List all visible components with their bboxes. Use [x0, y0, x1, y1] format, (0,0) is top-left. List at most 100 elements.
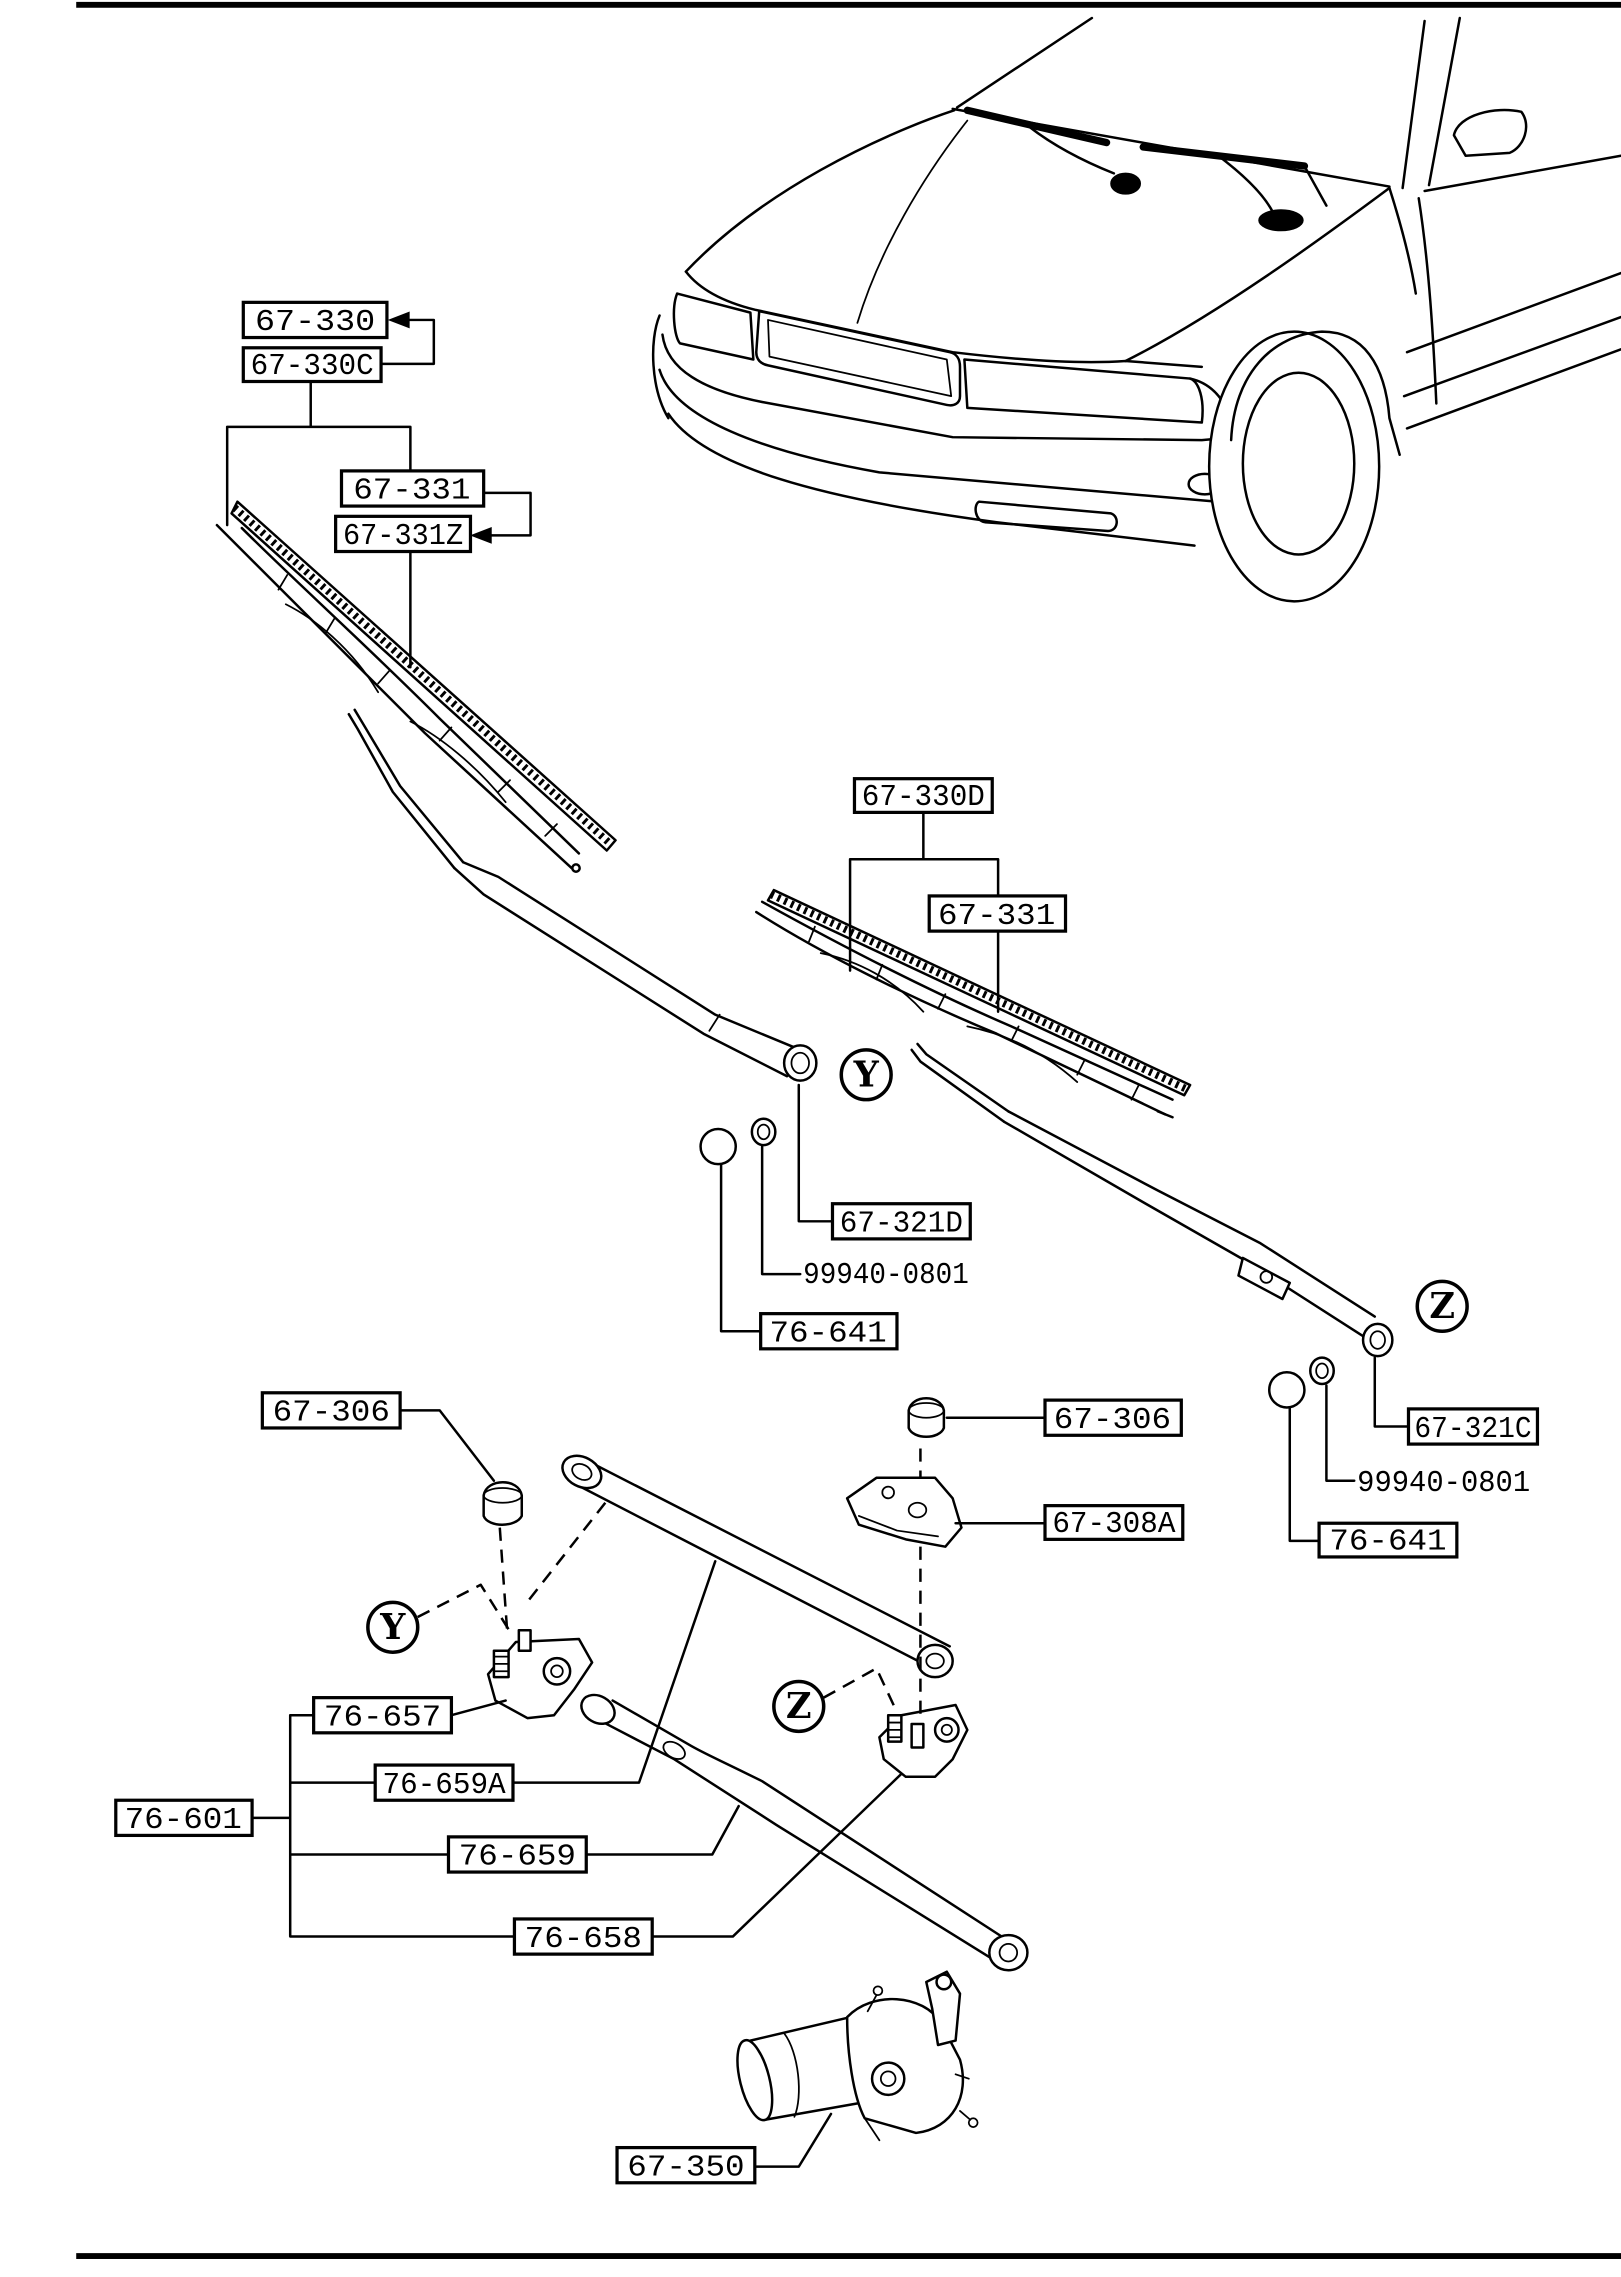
- left-arm-cap: [699, 1127, 737, 1166]
- part-label-67-308A: 67-308A: [1043, 1504, 1185, 1542]
- leader-76-659: [585, 1804, 740, 1856]
- motor-end-cap: [736, 2038, 774, 2122]
- part-label-76-641-left: 76-641: [759, 1312, 899, 1351]
- right-blade-end: [1156, 1110, 1174, 1119]
- part-label-67-331-right: 67-331: [927, 894, 1068, 934]
- link-rod-lower-ball: [662, 1740, 686, 1760]
- label-box: [852, 777, 994, 815]
- bumper-middle: [658, 368, 1218, 503]
- right-arm-nut-hole: [1315, 1362, 1329, 1380]
- left-blade-frame-lower: [215, 523, 573, 870]
- part-label-67-321D: 67-321D: [830, 1202, 972, 1242]
- car-wiper-linkage: [1303, 164, 1328, 207]
- motor-crank-pin: [935, 1973, 953, 1991]
- part-label-67-306-right: 67-306: [1043, 1398, 1183, 1438]
- part-number-text: 67-321D: [840, 1207, 963, 1242]
- dashed-callout-z-line: [823, 1667, 899, 1713]
- right-blade-frame-lower: [755, 910, 1167, 1116]
- link-rod-upper: [573, 1457, 951, 1673]
- leader-67-321D: [797, 1083, 834, 1223]
- part-label-67-306-left: 67-306: [260, 1391, 402, 1431]
- link-rod-upper-left-bore: [571, 1462, 593, 1481]
- right-pivot-cap-rim: [907, 1402, 945, 1419]
- leader-76-659A: [511, 1560, 717, 1784]
- arrowhead: [387, 311, 410, 329]
- rocker-top: [1402, 315, 1621, 398]
- left-blade-frame-upper: [240, 526, 581, 855]
- link-rod-lower-right-end: [988, 1933, 1029, 1972]
- left-arm-joint: [708, 1013, 721, 1032]
- left-blade-rubber-serration: [232, 504, 614, 848]
- link-rod-upper-right-bore: [925, 1652, 945, 1670]
- grille-inner: [767, 319, 953, 398]
- left-pivot-stud-threads: [493, 1655, 510, 1673]
- callout-ring: [772, 1679, 826, 1734]
- right-blade-frame-upper: [760, 900, 1174, 1101]
- bottom-border-rule: [76, 2253, 1621, 2259]
- label-box: [260, 1391, 402, 1430]
- front-left-outline: [651, 314, 670, 420]
- fender-top: [1388, 186, 1418, 295]
- leader-67-330D: [848, 811, 1000, 1013]
- leader-67-350: [753, 2112, 833, 2168]
- left-pivot-cap-rim: [482, 1487, 523, 1504]
- label-box: [241, 300, 389, 340]
- leader-76-641-left: [719, 1162, 762, 1333]
- hood-crease: [856, 119, 969, 324]
- callout-ring: [839, 1048, 893, 1102]
- dashed-callout-y-line: [417, 1583, 512, 1633]
- bumper-bottom: [667, 412, 1196, 547]
- part-number-text: 67-331: [353, 474, 470, 509]
- part-label-76-659: 76-659: [446, 1835, 588, 1875]
- leader-76-641-right: [1288, 1406, 1321, 1543]
- label-box: [312, 1696, 454, 1735]
- car-illustration: [651, 16, 1621, 603]
- wheel-arch: [1229, 330, 1401, 457]
- hood-left-edge: [684, 109, 956, 273]
- left-blade-claws: [277, 574, 558, 837]
- label-box: [241, 346, 383, 384]
- left-wiper-blade: [215, 500, 617, 873]
- right-arm-nut: [1309, 1356, 1335, 1386]
- callout-z-upper: Z: [1415, 1279, 1469, 1333]
- linkage-assembly: [482, 1397, 1029, 1972]
- leader-76-657: [450, 1699, 507, 1717]
- part-label-76-601: 76-601: [114, 1798, 254, 1838]
- link-rod-upper-right-end: [916, 1643, 954, 1679]
- arrowhead: [469, 526, 492, 544]
- label-box: [1317, 1521, 1459, 1559]
- part-label-76-658: 76-658: [512, 1917, 654, 1957]
- left-headlight: [672, 292, 755, 361]
- callout-letter: Y: [379, 1607, 406, 1648]
- part-number-text: 76-641: [1329, 1525, 1446, 1560]
- dashed-assembly-line: [523, 1501, 607, 1607]
- dashed-assembly-line: [498, 1527, 509, 1631]
- car-right-wiper: [1139, 143, 1309, 170]
- part-number-text: 99940-0801: [1357, 1466, 1530, 1501]
- right-pivot-shaft: [910, 1722, 925, 1749]
- part-label-76-641-right: 76-641: [1317, 1521, 1459, 1560]
- right-blade-claws: [808, 925, 1140, 1101]
- callout-letter: Y: [853, 1054, 880, 1095]
- leader-67-330C: [225, 380, 412, 527]
- grille-outer: [755, 309, 962, 407]
- part-label-67-330: 67-330: [241, 300, 389, 340]
- leader-99940-0801-left: [760, 1145, 802, 1276]
- hood-front-edge: [684, 270, 1204, 369]
- left-arm-head-bore: [790, 1051, 810, 1075]
- part-number-text: 67-330D: [862, 780, 985, 815]
- part-number-text: 67-306: [273, 1396, 390, 1431]
- left-arm-nut-hole: [756, 1123, 771, 1141]
- label-box: [759, 1312, 899, 1351]
- link-rod-upper-left-end: [561, 1454, 603, 1490]
- right-pivot-stud-threads: [887, 1721, 903, 1739]
- right-blade-rubber-serration: [769, 891, 1189, 1093]
- callout-ring: [366, 1600, 420, 1654]
- motor-bolt-head: [967, 2117, 979, 2128]
- front-wheel: [1241, 371, 1356, 556]
- part-number-text: 67-330C: [251, 349, 374, 384]
- left-pivot-body: [486, 1637, 594, 1720]
- left-pivot-shaft: [517, 1628, 532, 1652]
- right-wiper-blade: [755, 888, 1192, 1119]
- right-arm-body: [1002, 1110, 1377, 1339]
